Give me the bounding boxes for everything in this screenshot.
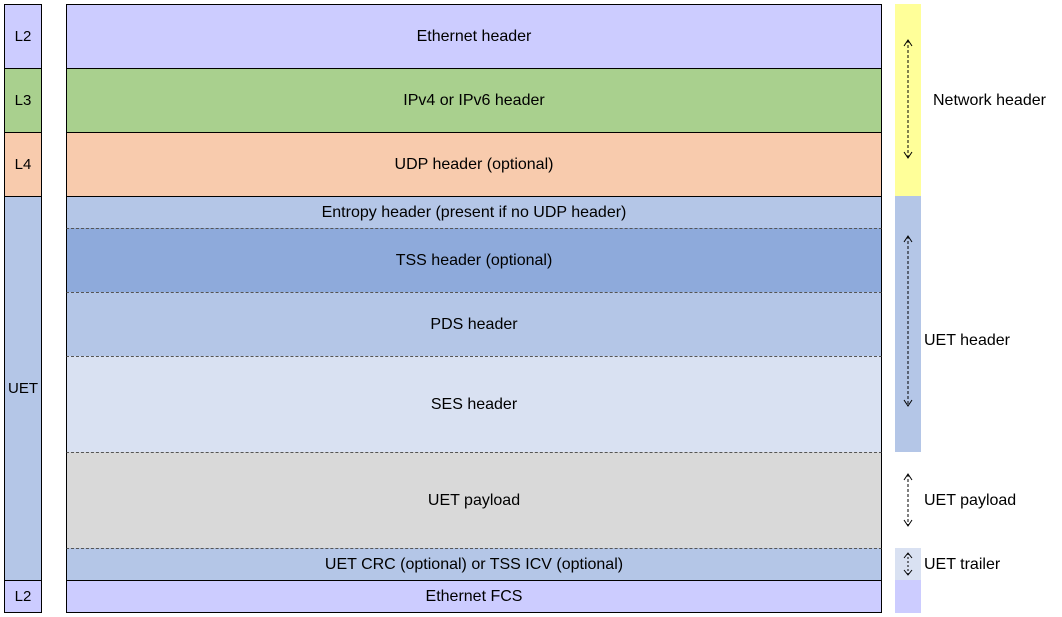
field-ses-header: SES header (66, 356, 882, 452)
group-label-uet-trailer: UET trailer (924, 556, 1001, 573)
field-label: UET CRC (optional) or TSS ICV (optional) (324, 555, 624, 573)
field-uet-payload: UET payload (66, 452, 882, 548)
field-ethernet-header: Ethernet header (66, 4, 882, 68)
field-pds-header: PDS header (66, 292, 882, 356)
layer-label: L3 (14, 92, 32, 109)
uet-header-bar (895, 196, 921, 452)
field-ip-header: IPv4 or IPv6 header (66, 68, 882, 132)
field-tss-header: TSS header (optional) (66, 228, 882, 292)
layer-l2-bottom: L2 (4, 580, 42, 613)
layer-label: UET (8, 380, 38, 397)
field-label: UET payload (427, 491, 521, 509)
field-label: TSS header (optional) (395, 251, 553, 269)
field-label: PDS header (430, 315, 518, 333)
field-entropy-header: Entropy header (present if no UDP header… (66, 196, 882, 228)
field-label: IPv4 or IPv6 header (403, 91, 545, 109)
field-label: SES header (430, 395, 518, 413)
layer-uet: UET (4, 196, 42, 581)
network-header-bar (895, 4, 921, 196)
layer-l3: L3 (4, 68, 42, 133)
field-uet-crc: UET CRC (optional) or TSS ICV (optional) (66, 548, 882, 580)
layer-label: L4 (14, 156, 32, 173)
layer-l2-top: L2 (4, 4, 42, 69)
field-label: Entropy header (present if no UDP header… (321, 203, 627, 221)
group-label-uet-header: UET header (924, 332, 1010, 349)
layer-label: L2 (14, 28, 32, 45)
field-label: UDP header (optional) (394, 155, 554, 173)
layer-label: L2 (14, 588, 32, 605)
field-label: Ethernet FCS (425, 587, 523, 605)
uet-trailer-bar (895, 548, 921, 580)
group-label-network-header: Network header (933, 92, 1046, 109)
group-label-uet-payload: UET payload (924, 492, 1017, 509)
ethernet-fcs-bar (895, 580, 921, 613)
field-udp-header: UDP header (optional) (66, 132, 882, 196)
layer-l4: L4 (4, 132, 42, 197)
uet-payload-bar (895, 452, 921, 548)
field-label: Ethernet header (416, 27, 532, 45)
field-ethernet-fcs: Ethernet FCS (66, 580, 882, 613)
